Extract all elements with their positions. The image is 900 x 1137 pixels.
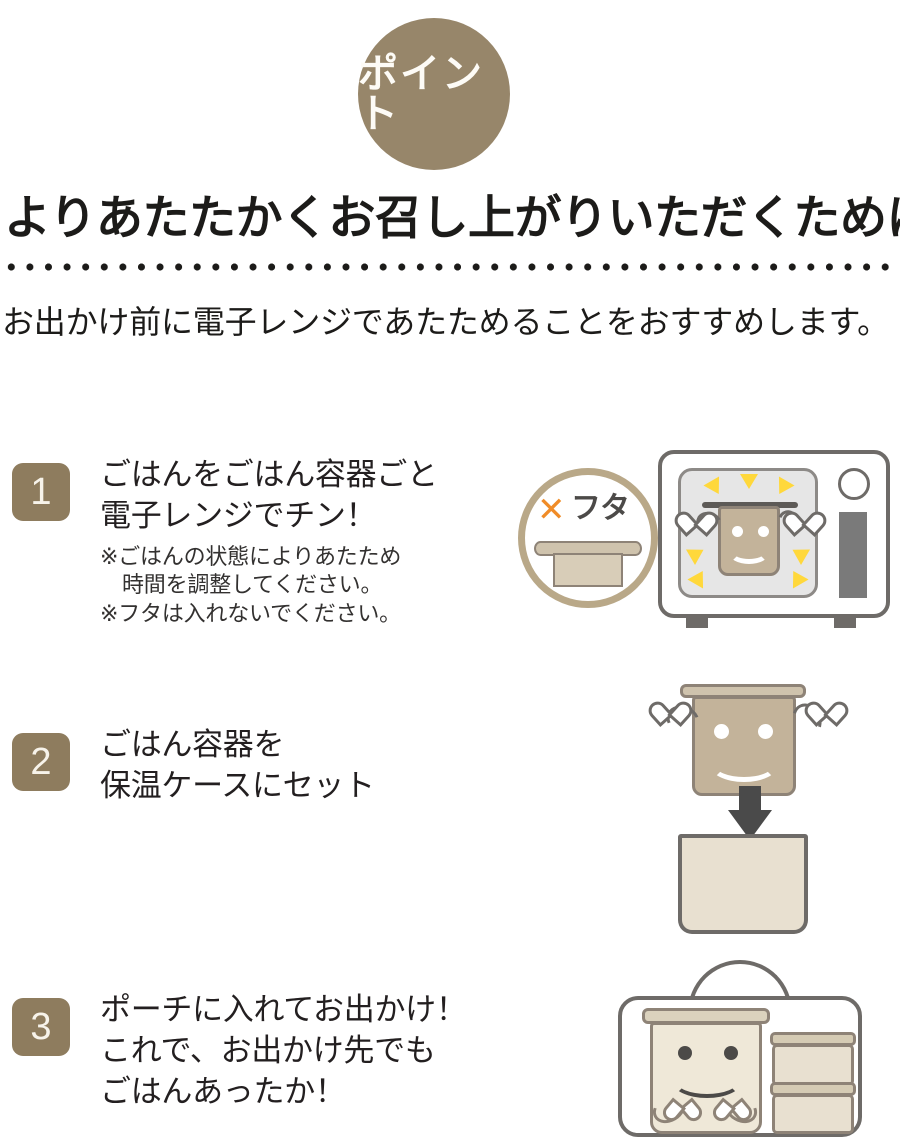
page-title: よりあたたかくお召し上がりいただくために (4, 191, 900, 244)
step-1-note-line-3: ※フタは入れないでください。 (100, 601, 401, 626)
no-lid-label: フタ (571, 492, 630, 525)
arrow-stem (739, 786, 761, 812)
step-number-3: 3 (30, 1006, 52, 1048)
step-number-2: 2 (30, 741, 52, 783)
step-2: 2 ごはん容器を 保温ケースにセット (0, 725, 900, 955)
step-1-note-line-1: ※ごはんの状態によりあたため (100, 543, 402, 569)
heart-hand-right (814, 698, 836, 718)
point-badge-label: ポイント (358, 52, 484, 136)
microwave-control-panel (839, 512, 867, 598)
sparkle-icon (740, 474, 758, 489)
arrow-down-icon (728, 786, 772, 840)
eye-left (732, 526, 743, 537)
microwave-illustration (658, 450, 890, 630)
eye-left (678, 1046, 692, 1060)
heart-hand-left (674, 1106, 694, 1124)
warm-keeping-case (678, 834, 808, 934)
heart-hand-left (684, 508, 706, 528)
container-rim (702, 502, 798, 508)
heart-hand-right (724, 1106, 744, 1124)
smile (672, 1064, 742, 1098)
set-into-case-illustration (650, 668, 850, 934)
microwave-foot-right (834, 616, 856, 628)
pouch-illustration (600, 960, 880, 1137)
microwave-dial-icon (838, 468, 870, 500)
step-number-badge-3: 3 (12, 998, 70, 1056)
step-2-title: ごはん容器を 保温ケースにセット (100, 727, 375, 803)
point-badge: ポイント (358, 18, 510, 170)
smile (729, 542, 769, 564)
step-1-body: ごはんをごはん容器ごと 電子レンジでチン！ ※ごはんの状態によりあたため 時間を… (100, 455, 500, 629)
heart-hand-left (658, 698, 680, 718)
smile (710, 748, 778, 782)
cross-icon: ✕ (537, 491, 566, 529)
page-subtitle: お出かけ前に電子レンジであたためることをおすすめします。 (2, 304, 889, 340)
no-lid-badge: ✕ フタ (518, 468, 658, 608)
stacked-box-top (772, 1044, 854, 1086)
step-1-title: ごはんをごはん容器ごと 電子レンジでチン！ (100, 457, 438, 533)
step-1-notes: ※ごはんの状態によりあたため 時間を調整してください。 ※フタは入れないでくださ… (100, 543, 500, 629)
step-1: 1 ごはんをごはん容器ごと 電子レンジでチン！ ※ごはんの状態によりあたため 時… (0, 455, 900, 655)
eye-left (714, 724, 729, 739)
eye-right (758, 724, 773, 739)
step-2-body: ごはん容器を 保温ケースにセット (100, 725, 500, 807)
container-body (718, 506, 780, 576)
heart-hand-right (792, 508, 814, 528)
step-3: 3 ポーチに入れてお出かけ！ これで、お出かけ先でも ごはんあったか！ (0, 990, 900, 1137)
step-3-title: ポーチに入れてお出かけ！ これで、お出かけ先でも ごはんあったか！ (100, 992, 467, 1109)
step-number-badge-2: 2 (12, 733, 70, 791)
eye-right (758, 526, 769, 537)
step-number-badge-1: 1 (12, 463, 70, 521)
lid-body-icon (553, 553, 623, 587)
step-3-body: ポーチに入れてお出かけ！ これで、お出かけ先でも ごはんあったか！ (100, 990, 500, 1113)
stacked-box-bottom (772, 1094, 854, 1134)
step-1-note-line-2: 時間を調整してください。 (122, 572, 383, 598)
dotted-divider (2, 262, 898, 272)
step-number-1: 1 (30, 471, 52, 513)
eye-right (724, 1046, 738, 1060)
microwave-foot-left (686, 616, 708, 628)
